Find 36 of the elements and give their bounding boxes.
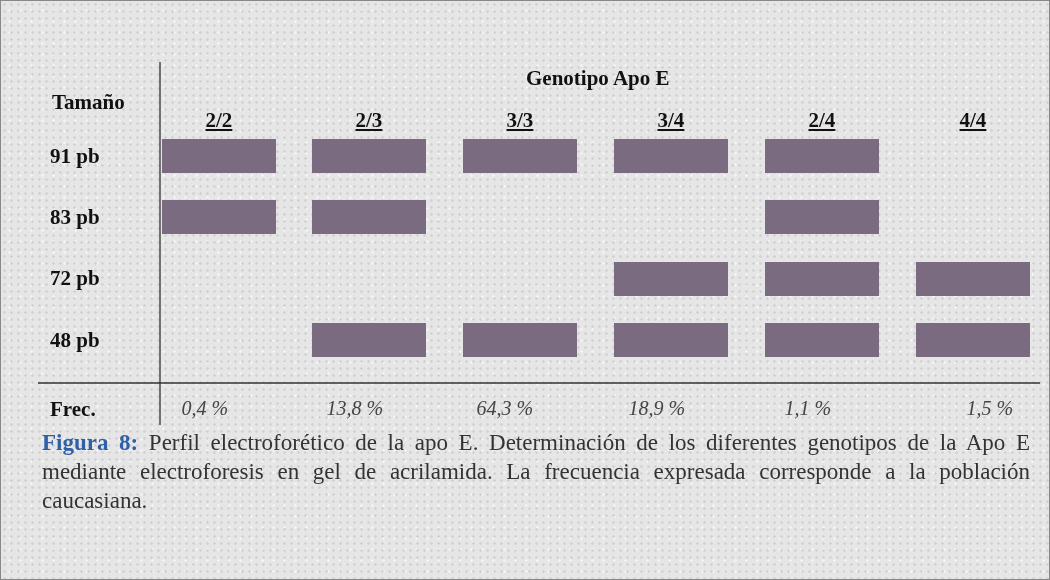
gel-band <box>463 323 577 357</box>
gel-band <box>312 200 426 234</box>
frequency-value: 13,8 % <box>326 397 384 420</box>
gel-band <box>162 139 276 173</box>
frequency-value: 1,5 % <box>966 397 1014 420</box>
band-size-label: 91 pb <box>50 144 100 169</box>
genotype-label: 2/2 <box>205 108 233 133</box>
band-size-label: 48 pb <box>50 328 100 353</box>
genotype-label: 3/4 <box>657 108 685 133</box>
frequency-value: 1,1 % <box>784 397 832 420</box>
genotype-label: 3/3 <box>506 108 534 133</box>
gel-band <box>765 200 879 234</box>
column-header: Genotipo Apo E <box>526 66 670 91</box>
frequency-value: 64,3 % <box>476 397 534 420</box>
gel-band <box>162 200 276 234</box>
gel-band <box>312 323 426 357</box>
gel-band <box>614 262 728 296</box>
row-header: Tamaño <box>52 90 125 115</box>
gel-band <box>916 323 1030 357</box>
frequency-value: 18,9 % <box>628 397 686 420</box>
figure-caption: Figura 8: Perfil electroforético de la apo E. Determinación de los diferentes genotipos de la Apo E mediante electroforesis en gel de acrilamida. La frecuencia expresada corresponde a la población caucasiana. <box>42 429 1030 515</box>
row-header: Frec. <box>50 397 96 422</box>
genotype-label: 2/4 <box>808 108 836 133</box>
gel-band <box>765 139 879 173</box>
gel-band <box>614 323 728 357</box>
genotype-label: 2/3 <box>355 108 383 133</box>
gel-band <box>765 323 879 357</box>
gel-band <box>463 139 577 173</box>
frequency-value: 0,4 % <box>181 397 229 420</box>
band-size-label: 72 pb <box>50 266 100 291</box>
genotype-label: 4/4 <box>959 108 987 133</box>
gel-band <box>765 262 879 296</box>
gel-band <box>614 139 728 173</box>
gel-band <box>916 262 1030 296</box>
band-size-label: 83 pb <box>50 205 100 230</box>
gel-band <box>312 139 426 173</box>
